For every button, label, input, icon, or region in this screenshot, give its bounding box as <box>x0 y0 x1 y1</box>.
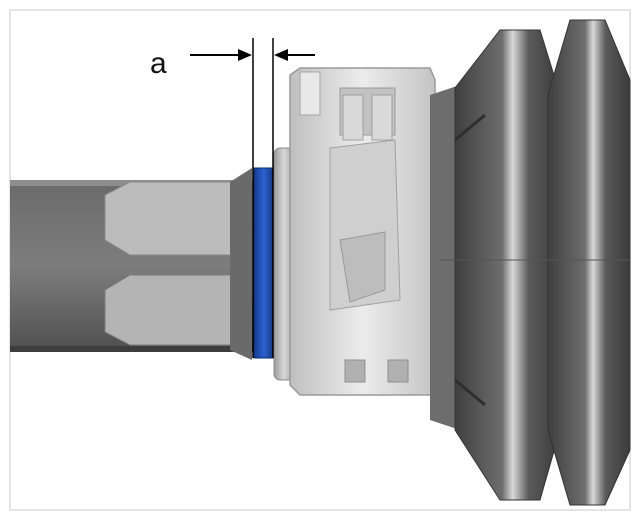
dimension-label: a <box>150 47 167 80</box>
boot-clamp <box>289 67 436 396</box>
rubber-boot <box>430 19 631 506</box>
shim-ring <box>253 167 275 359</box>
shaft-flat-lower <box>104 274 246 346</box>
shaft-flat-upper <box>104 181 246 256</box>
drive-shaft <box>10 168 260 360</box>
dimension-a: a <box>150 38 315 358</box>
